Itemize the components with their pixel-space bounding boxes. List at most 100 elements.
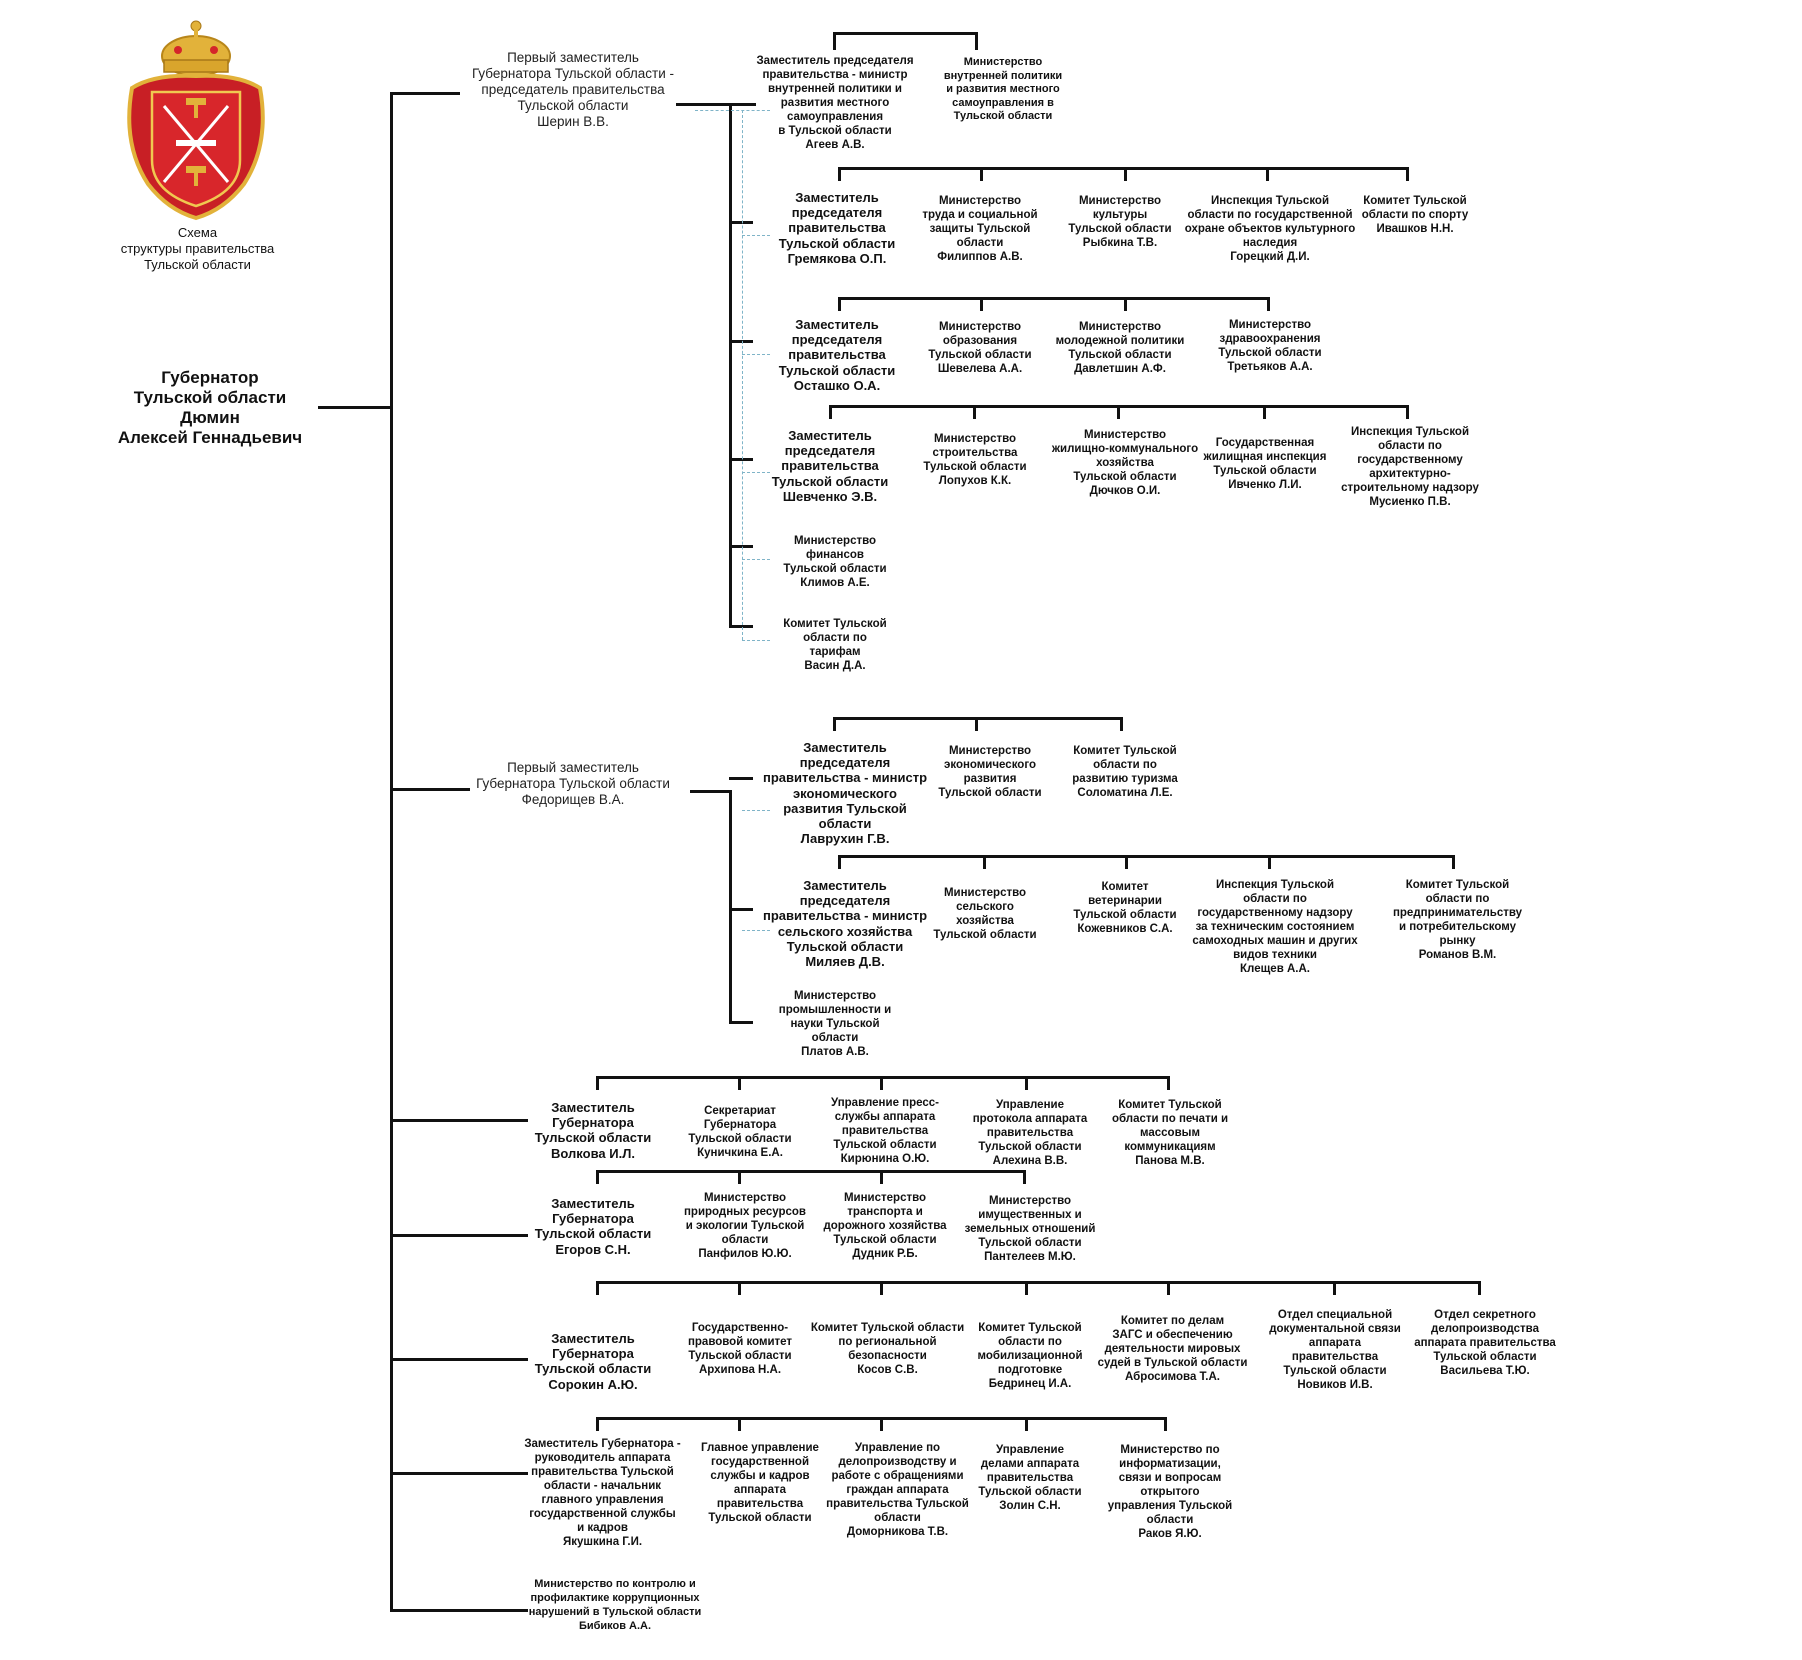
main-directorate-civil-service: Главное управление государственной служб… bbox=[701, 1442, 819, 1524]
first-deputy-sherin: Первый заместитель Губернатора Тульской … bbox=[471, 50, 675, 129]
deputy-egorov: Заместитель Губернатора Тульской области… bbox=[534, 1196, 652, 1257]
connector bbox=[1125, 855, 1128, 869]
connector bbox=[596, 1076, 599, 1090]
connector bbox=[1167, 1281, 1170, 1295]
connector bbox=[729, 545, 753, 548]
dashed-guide bbox=[742, 235, 770, 236]
connector bbox=[1266, 167, 1269, 181]
ministry-transport: Министерство транспорта и дорожного хозя… bbox=[823, 1192, 947, 1260]
housing-inspection: Государственная жилищная инспекция Тульс… bbox=[1203, 437, 1327, 491]
ministry-natural-resources: Министерство природных ресурсов и эколог… bbox=[683, 1192, 807, 1260]
dashed-guide bbox=[742, 354, 770, 355]
ministry-education: Министерство образования Тульской област… bbox=[928, 321, 1032, 375]
sherin-spine bbox=[729, 103, 732, 627]
main-trunk bbox=[390, 92, 393, 1612]
committee-entrepreneurship: Комитет Тульской области по предпринимат… bbox=[1392, 879, 1523, 961]
connector bbox=[1023, 1170, 1026, 1184]
connector bbox=[838, 167, 841, 181]
connector bbox=[390, 1609, 528, 1612]
deputy-ostashko: Заместитель председателя правительства Т… bbox=[778, 317, 896, 393]
connector bbox=[690, 790, 732, 793]
ministry-culture: Министерство культуры Тульской области Р… bbox=[1068, 195, 1172, 249]
ministry-industry: Министерство промышленности и науки Туль… bbox=[778, 990, 892, 1058]
protocol-office: Управление протокола аппарата правительс… bbox=[972, 1099, 1088, 1167]
inspection-construction-supervision: Инспекция Тульской области по государств… bbox=[1341, 426, 1479, 508]
connector bbox=[833, 32, 836, 50]
connector bbox=[880, 1417, 883, 1431]
connector bbox=[833, 717, 836, 731]
connector bbox=[1333, 1281, 1336, 1295]
records-office: Управление по делопроизводству и работе … bbox=[826, 1442, 969, 1538]
committee-veterinary: Комитет ветеринарии Тульской области Кож… bbox=[1073, 881, 1177, 935]
legal-committee: Государственно- правовой комитет Тульско… bbox=[687, 1322, 793, 1376]
connector bbox=[983, 855, 986, 869]
connector bbox=[738, 1281, 741, 1295]
fedorishchev-spine bbox=[729, 790, 732, 1023]
connector bbox=[738, 1076, 741, 1090]
connector bbox=[973, 405, 976, 419]
connector bbox=[980, 297, 983, 311]
connector bbox=[833, 717, 1123, 720]
connector bbox=[676, 103, 756, 106]
deputy-ageev: Заместитель председателя правительства -… bbox=[756, 55, 914, 151]
inspection-self-propelled-machines: Инспекция Тульской области по государств… bbox=[1192, 879, 1358, 975]
connector bbox=[729, 777, 753, 780]
connector bbox=[1120, 717, 1123, 731]
connector bbox=[1406, 167, 1409, 181]
deputy-sorokin: Заместитель Губернатора Тульской области… bbox=[534, 1331, 652, 1392]
deputy-milyaev: Заместитель председателя правительства -… bbox=[762, 878, 928, 970]
connector bbox=[1025, 1417, 1028, 1431]
connector bbox=[390, 1234, 528, 1237]
connector bbox=[729, 1021, 753, 1024]
connector bbox=[1452, 855, 1455, 869]
department-special-communication: Отдел специальной документальной связи а… bbox=[1269, 1309, 1401, 1391]
ministry-health: Министерство здравоохранения Тульской об… bbox=[1218, 319, 1322, 373]
committee-tourism: Комитет Тульской области по развитию тур… bbox=[1072, 745, 1178, 799]
ministry-property: Министерство имущественных и земельных о… bbox=[964, 1195, 1096, 1263]
governor-secretariat: Секретариат Губернатора Тульской области… bbox=[688, 1105, 792, 1159]
connector bbox=[880, 1281, 883, 1295]
ministry-informatization: Министерство по информатизации, связи и … bbox=[1107, 1444, 1233, 1540]
committee-sport: Комитет Тульской области по спорту Ивашк… bbox=[1361, 195, 1469, 235]
ministry-youth: Министерство молодежной политики Тульско… bbox=[1055, 321, 1185, 375]
committee-mobilization: Комитет Тульской области по мобилизацион… bbox=[977, 1322, 1083, 1390]
deputy-shevchenko: Заместитель председателя правительства Т… bbox=[771, 428, 889, 504]
ministry-economic-development: Министерство экономического развития Тул… bbox=[938, 745, 1042, 799]
connector bbox=[596, 1417, 599, 1431]
connector bbox=[829, 405, 832, 419]
connector bbox=[729, 221, 753, 224]
chart-caption: Схема структуры правительства Тульской о… bbox=[120, 225, 275, 272]
connector bbox=[980, 167, 983, 181]
connector bbox=[729, 625, 753, 628]
connector bbox=[738, 1417, 741, 1431]
committee-tariffs: Комитет Тульской области по тарифам Васи… bbox=[783, 618, 887, 672]
connector bbox=[838, 297, 1270, 300]
ministry-housing: Министерство жилищно-коммунального хозяй… bbox=[1051, 429, 1199, 497]
dashed-guide bbox=[742, 640, 770, 641]
ministry-internal-policy: Министерство внутренней политики и разви… bbox=[943, 56, 1063, 122]
ministry-construction: Министерство строительства Тульской обла… bbox=[923, 433, 1027, 487]
connector bbox=[596, 1170, 599, 1184]
connector bbox=[390, 92, 460, 95]
ministry-anticorruption: Министерство по контролю и профилактике … bbox=[528, 1578, 702, 1632]
connector bbox=[1025, 1281, 1028, 1295]
connector bbox=[838, 297, 841, 311]
connector bbox=[1478, 1281, 1481, 1295]
connector bbox=[975, 717, 978, 731]
connector bbox=[1164, 1417, 1167, 1431]
connector bbox=[1263, 405, 1266, 419]
dashed-guide bbox=[742, 110, 743, 640]
administrative-office: Управление делами аппарата правительства… bbox=[978, 1444, 1082, 1512]
connector bbox=[596, 1076, 1170, 1079]
connector bbox=[390, 1119, 528, 1122]
connector bbox=[1124, 167, 1127, 181]
connector bbox=[596, 1170, 1026, 1173]
deputy-gremyakova: Заместитель председателя правительства Т… bbox=[778, 190, 896, 266]
connector bbox=[596, 1281, 1481, 1284]
connector bbox=[390, 1358, 528, 1361]
tula-coat-of-arms-icon bbox=[127, 20, 265, 221]
inspection-heritage: Инспекция Тульской области по государств… bbox=[1184, 195, 1356, 263]
connector bbox=[975, 32, 978, 50]
connector bbox=[390, 788, 470, 791]
